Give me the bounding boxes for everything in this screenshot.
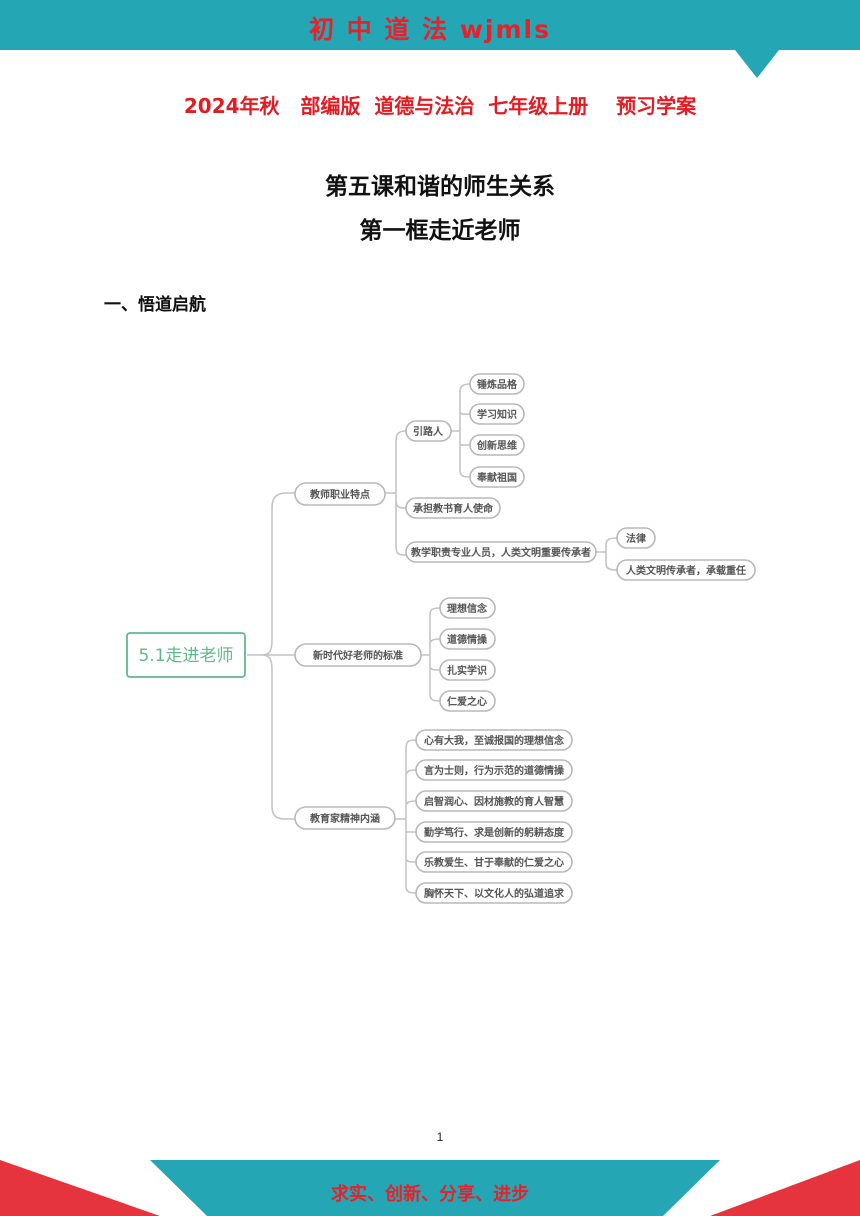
leaf-node: 扎实学识: [439, 659, 496, 681]
leaf-label: 启智润心、因材施教的育人智慧: [424, 795, 564, 808]
leaf-label: 勤学笃行、求是创新的躬耕态度: [424, 826, 565, 839]
leaf-label: 法律: [626, 532, 646, 545]
leaf-label: 创新思维: [476, 439, 517, 452]
mindmap-root: 5.1走进老师: [126, 632, 246, 678]
branch-node-2: 新时代好老师的标准: [294, 643, 422, 667]
leaf-node: 法律: [616, 527, 656, 549]
branch-label-3: 教育家精神内涵: [309, 812, 380, 825]
leaf-node: 理想信念: [439, 597, 496, 619]
header-tab-decoration: [735, 50, 779, 78]
leaf-node: 奉献祖国: [469, 466, 525, 488]
header-title: 初 中 道 法 wjmls: [309, 15, 551, 44]
leaf-label: 仁爱之心: [447, 695, 487, 708]
leaf-node: 乐教爱生、甘于奉献的仁爱之心: [415, 851, 573, 873]
branch-node-3: 教育家精神内涵: [294, 806, 396, 830]
leaf-label: 乐教爱生、甘于奉献的仁爱之心: [424, 856, 564, 869]
part-heading: 一、悟道启航: [104, 295, 206, 315]
leaf-label: 胸怀天下、以文化人的弘道追求: [424, 887, 565, 900]
link-branch-2: [421, 607, 441, 702]
link-root: [247, 492, 295, 820]
leaf-node: 勤学笃行、求是创新的躬耕态度: [415, 821, 573, 843]
node-shiming: 承担教书育人使命: [405, 497, 501, 519]
node-zhize: 教学职责专业人员，人类文明重要传承者: [405, 541, 597, 563]
branch-label-1: 教师职业特点: [309, 488, 370, 501]
link-zhize: [596, 537, 618, 571]
root-label: 5.1走进老师: [138, 646, 233, 666]
leaf-node: 心有大我，至诚报国的理想信念: [415, 729, 573, 751]
leaf-label: 道德情操: [447, 633, 487, 646]
leaf-node: 胸怀天下、以文化人的弘道追求: [415, 882, 573, 904]
leaf-label: 心有大我，至诚报国的理想信念: [424, 734, 564, 747]
leaf-label: 理想信念: [447, 602, 487, 615]
leaf-node: 言为士则，行为示范的道德情操: [415, 759, 573, 781]
leaf-label: 扎实学识: [447, 664, 487, 677]
leaf-node: 锤炼品格: [469, 373, 525, 395]
leaf-node: 启智润心、因材施教的育人智慧: [415, 790, 573, 812]
lesson-title: 第五课和谐的师生关系: [325, 174, 555, 200]
node-label: 教学职责专业人员，人类文明重要传承者: [410, 546, 591, 559]
node-label: 承担教书育人使命: [413, 502, 494, 515]
leaf-label: 人类文明传承者，承载重任: [626, 564, 746, 577]
branch-node-1: 教师职业特点: [294, 482, 386, 506]
document-subtitle: 2024年秋 部编版 道德与法治 七年级上册 预习学案: [183, 94, 697, 118]
leaf-node: 仁爱之心: [439, 690, 496, 712]
link-branch-3: [395, 739, 417, 894]
leaf-label: 奉献祖国: [476, 471, 517, 484]
page-number: 1: [436, 1130, 444, 1144]
footer-right-decoration: [710, 1160, 860, 1216]
link-branch-1: [385, 430, 408, 556]
header-band: [0, 0, 860, 50]
footer-slogan: 求实、创新、分享、进步: [331, 1184, 529, 1205]
node-label: 引路人: [413, 425, 444, 438]
leaf-node: 道德情操: [439, 628, 496, 650]
branch-label-2: 新时代好老师的标准: [313, 649, 403, 662]
leaf-label: 学习知识: [477, 408, 517, 421]
leaf-node: 创新思维: [469, 434, 525, 456]
leaf-node: 学习知识: [469, 403, 525, 425]
leaf-label: 锤炼品格: [477, 378, 518, 391]
leaf-node: 人类文明传承者，承载重任: [616, 559, 756, 581]
node-yinluren: 引路人: [405, 420, 452, 442]
section-title: 第一框走近老师: [359, 218, 521, 244]
footer-left-decoration: [0, 1160, 160, 1216]
mind-map: 5.1走进老师 教师职业特点 新时代好老师的标准 教育家精神内涵 引路人 承担教…: [126, 373, 756, 904]
footer-band: [150, 1160, 720, 1216]
link-yinluren: [451, 383, 471, 478]
leaf-label: 言为士则，行为示范的道德情操: [424, 764, 564, 777]
